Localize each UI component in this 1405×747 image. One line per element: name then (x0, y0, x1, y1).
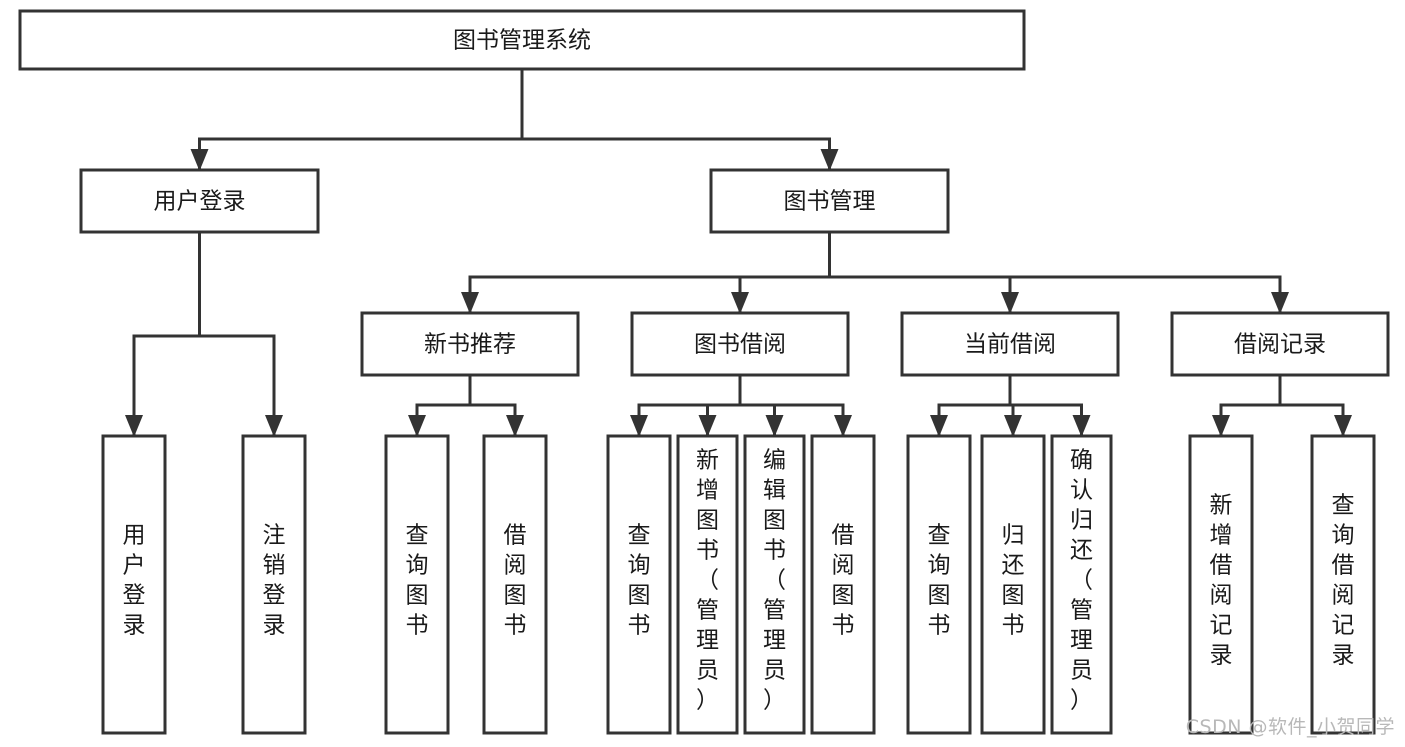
node-label: 借阅图书 (504, 523, 527, 639)
arrow-head-icon (1001, 292, 1019, 314)
node-level3-3[interactable]: 借阅记录 (1170, 311, 1390, 377)
node-leaf-6[interactable]: 编辑图书（管理员） (743, 434, 806, 735)
arrow-head-icon (1072, 415, 1091, 437)
node-label: 借阅图书 (832, 523, 855, 639)
node-box[interactable] (606, 434, 672, 735)
node-box[interactable] (630, 311, 850, 377)
node-label: 新增借阅记录 (1210, 493, 1233, 669)
node-level3-0[interactable]: 新书推荐 (360, 311, 580, 377)
node-box[interactable] (241, 434, 307, 735)
node-leaf-0[interactable]: 用户登录 (101, 434, 167, 735)
arrow-head-icon (731, 292, 749, 314)
node-label: 新增图书（管理员） (696, 448, 719, 714)
arrow-head-icon (630, 415, 648, 437)
node-level3-2[interactable]: 当前借阅 (900, 311, 1120, 377)
node-box[interactable] (810, 434, 876, 735)
node-label: 用户登录 (154, 189, 246, 215)
node-label: 用户登录 (123, 523, 146, 639)
arrow-head-icon (698, 415, 717, 437)
node-label: 图书管理系统 (453, 28, 591, 54)
node-leaf-8[interactable]: 查询图书 (906, 434, 972, 735)
node-leaf-9[interactable]: 归还图书 (980, 434, 1046, 735)
node-label: 当前借阅 (964, 332, 1056, 358)
arrow-head-icon (1271, 292, 1289, 314)
node-label: 查询图书 (406, 523, 429, 639)
node-box[interactable] (980, 434, 1046, 735)
node-box[interactable] (18, 9, 1026, 71)
node-level2-0[interactable]: 用户登录 (79, 168, 320, 234)
arrow-head-icon (1334, 415, 1352, 437)
node-box[interactable] (743, 434, 806, 735)
node-box[interactable] (1310, 434, 1376, 735)
arrow-head-icon (1212, 415, 1230, 437)
node-box[interactable] (1188, 434, 1254, 735)
node-box[interactable] (384, 434, 450, 735)
node-leaf-10[interactable]: 确认归还（管理员） (1050, 434, 1113, 735)
arrow-head-icon (125, 415, 143, 437)
node-box[interactable] (900, 311, 1120, 377)
node-label: 图书借阅 (694, 332, 786, 358)
node-box[interactable] (709, 168, 950, 234)
node-leaf-7[interactable]: 借阅图书 (810, 434, 876, 735)
node-box[interactable] (1170, 311, 1390, 377)
node-leaf-3[interactable]: 借阅图书 (482, 434, 548, 735)
arrow-head-icon (461, 292, 479, 314)
node-label: 查询图书 (928, 523, 951, 639)
node-label: 注销登录 (263, 523, 286, 639)
node-label: 编辑图书（管理员） (763, 448, 786, 714)
node-leaf-1[interactable]: 注销登录 (241, 434, 307, 735)
arrow-head-icon (190, 149, 209, 171)
node-box[interactable] (676, 434, 739, 735)
node-leaf-4[interactable]: 查询图书 (606, 434, 672, 735)
node-leaf-11[interactable]: 新增借阅记录 (1188, 434, 1254, 735)
node-box[interactable] (482, 434, 548, 735)
node-level2-1[interactable]: 图书管理 (709, 168, 950, 234)
arrow-head-icon (265, 415, 283, 437)
node-box[interactable] (360, 311, 580, 377)
arrow-head-icon (930, 415, 948, 437)
arrow-head-icon (820, 149, 839, 171)
arrow-head-icon (506, 415, 524, 437)
node-label: 查询图书 (628, 523, 651, 639)
arrow-head-icon (408, 415, 426, 437)
arrow-head-icon (1004, 415, 1022, 437)
node-box[interactable] (1050, 434, 1113, 735)
node-label: 新书推荐 (424, 332, 516, 358)
node-leaf-2[interactable]: 查询图书 (384, 434, 450, 735)
node-label: 确认归还（管理员） (1070, 448, 1093, 714)
node-label: 借阅记录 (1234, 332, 1326, 358)
node-box[interactable] (101, 434, 167, 735)
arrow-head-icon (765, 415, 784, 437)
node-label: 图书管理 (784, 189, 876, 215)
node-label: 归还图书 (1002, 523, 1025, 639)
connector-layer (125, 67, 1352, 437)
node-layer: 图书管理系统用户登录图书管理新书推荐图书借阅当前借阅借阅记录用户登录注销登录查询… (18, 9, 1390, 735)
node-level3-1[interactable]: 图书借阅 (630, 311, 850, 377)
node-leaf-5[interactable]: 新增图书（管理员） (676, 434, 739, 735)
node-box[interactable] (906, 434, 972, 735)
node-leaf-12[interactable]: 查询借阅记录 (1310, 434, 1376, 735)
node-label: 查询借阅记录 (1332, 493, 1355, 669)
node-root-0[interactable]: 图书管理系统 (18, 9, 1026, 71)
node-box[interactable] (79, 168, 320, 234)
arrow-head-icon (834, 415, 852, 437)
